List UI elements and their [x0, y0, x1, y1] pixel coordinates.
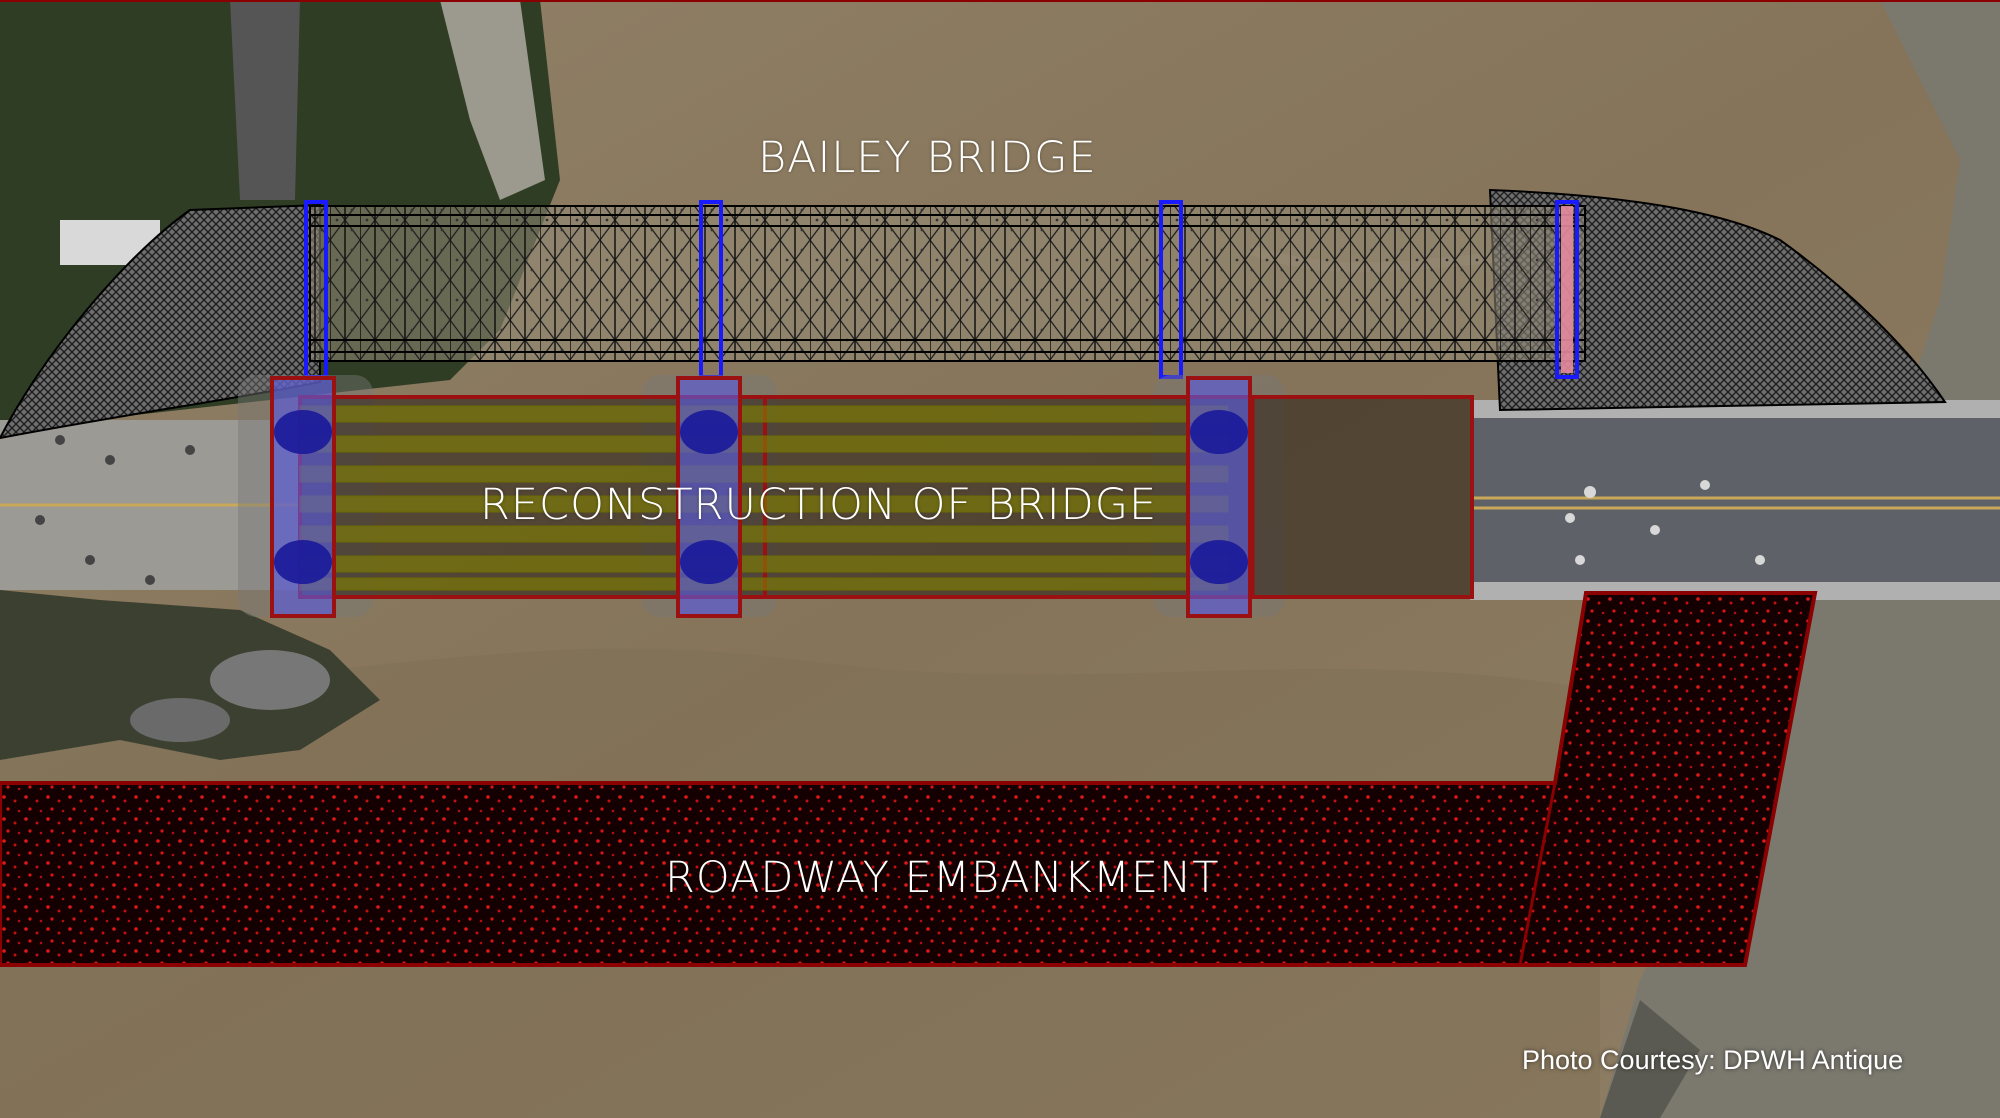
west-rocks — [0, 590, 380, 760]
bailey-support — [1159, 200, 1183, 379]
pier-columns — [274, 410, 1248, 584]
bailey-east-abutment — [1488, 188, 1947, 412]
east-riverbank — [1600, 0, 2000, 1118]
reconstruction-label: RECONSTRUCTION OF BRIDGE — [480, 480, 1158, 530]
bailey-support — [1555, 200, 1579, 379]
bailey-bridge-truss — [309, 205, 1586, 362]
photo-credit: Photo Courtesy: DPWH Antique — [1522, 1045, 1904, 1075]
roadway-embankment-label: ROADWAY EMBANKMENT — [665, 853, 1220, 903]
bailey-bridge-label: BAILEY BRIDGE — [758, 133, 1097, 183]
bailey-supports — [304, 200, 1579, 379]
existing-bridge-deck — [1470, 400, 2000, 600]
